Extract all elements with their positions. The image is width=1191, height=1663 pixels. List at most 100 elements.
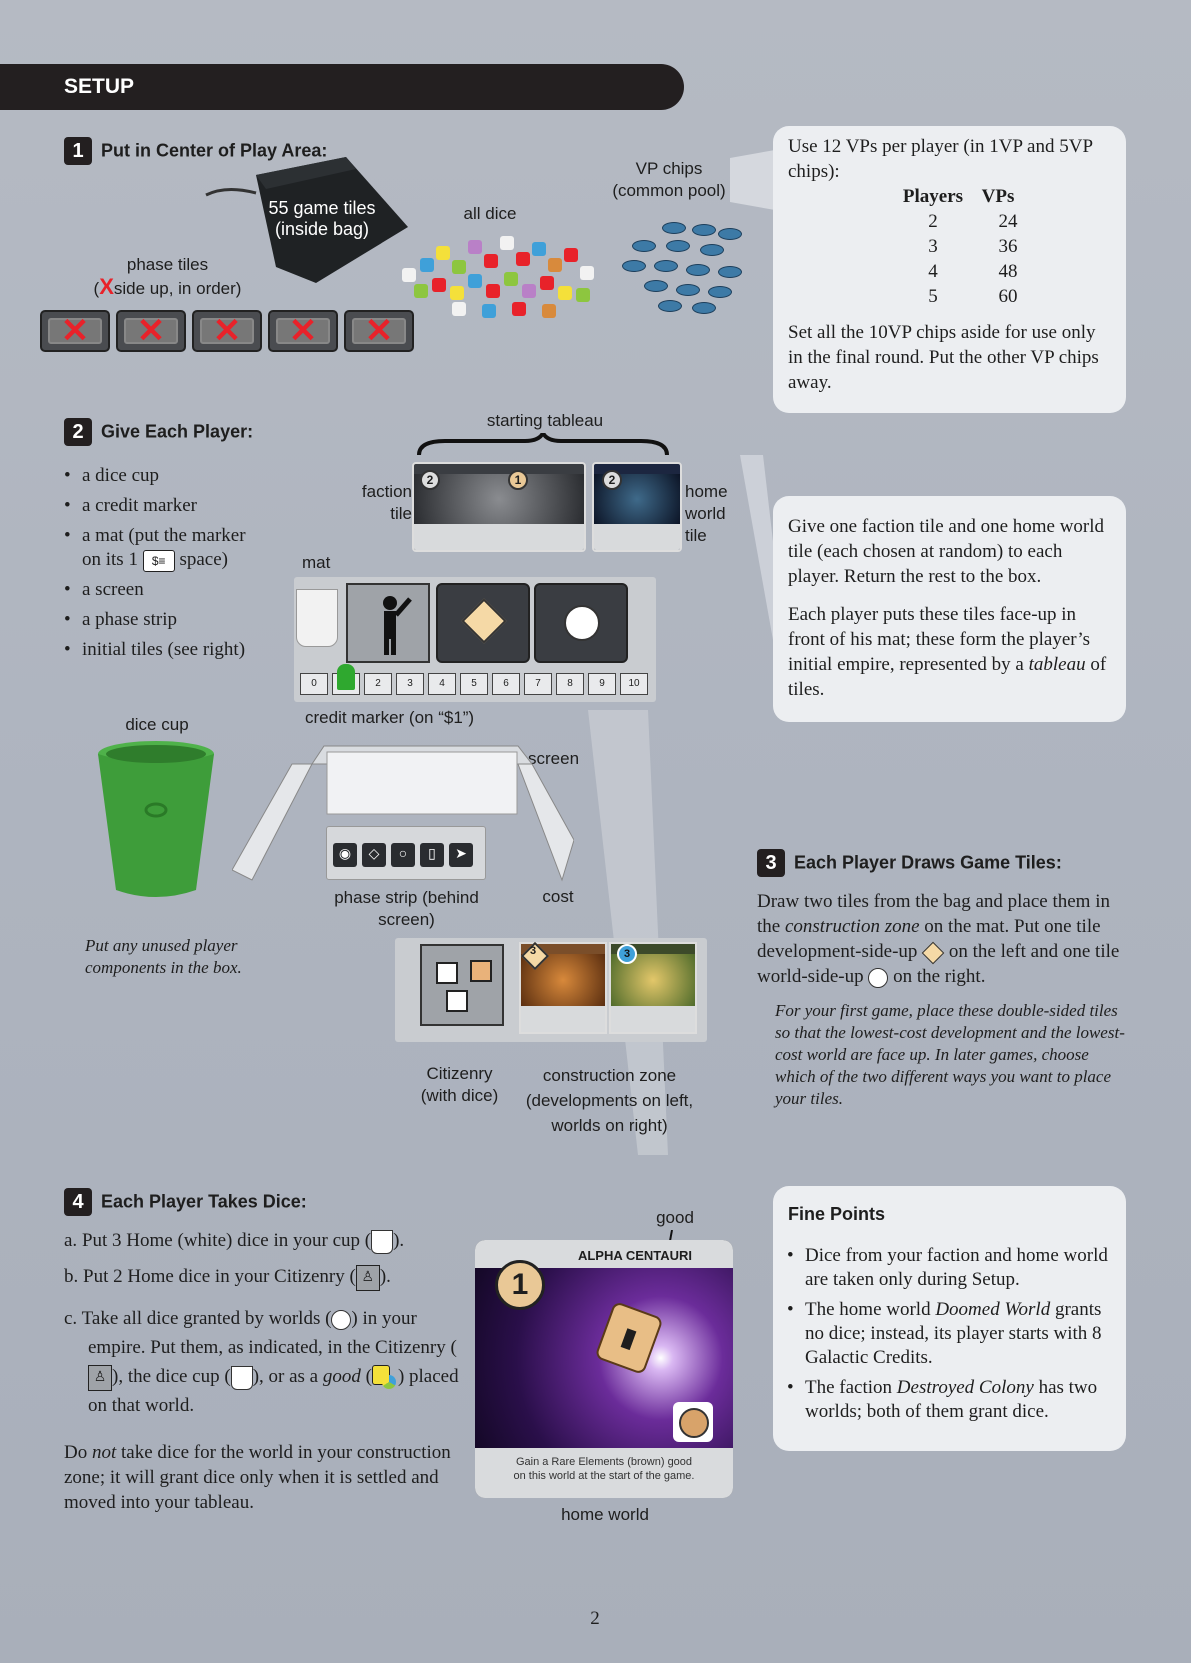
- world-slot: [534, 583, 628, 663]
- vp-chips-label-line1: VP chips: [635, 159, 703, 178]
- credit-track-space: 8: [556, 673, 584, 695]
- construction-world-tile: [609, 942, 697, 1034]
- home-world-card-cost: 1: [495, 1260, 545, 1310]
- home-world-tile-label: home world tile: [685, 482, 728, 545]
- development-cost: 3: [529, 945, 537, 957]
- dice-cup-icon: [98, 741, 214, 897]
- home-world-card-name: ALPHA CENTAURI: [577, 1248, 693, 1263]
- phase-tile-explore: ✕: [40, 310, 110, 352]
- callout-connector: [588, 455, 778, 1155]
- phase-strip: ◉ ◇ ○ ▯ ➤: [326, 826, 486, 880]
- world-circle-icon: [331, 1309, 352, 1330]
- dice-cup-slot-icon: [296, 589, 338, 647]
- list-item: initial tiles (see right): [62, 638, 292, 662]
- phase-strip-label: phase strip (behind screen): [334, 888, 479, 929]
- phase-tile-develop: ✕: [116, 310, 186, 352]
- credit-marker-label: credit marker (on “$1”): [305, 708, 475, 727]
- home-world-tile: 2: [592, 462, 682, 552]
- bag-label-line2: (inside bag): [274, 219, 370, 239]
- step2-number: 2: [64, 418, 92, 446]
- faction-tile-cost: 2: [420, 470, 440, 490]
- tile-bag-icon: [205, 157, 408, 283]
- development-slot: [436, 583, 530, 663]
- vp-connector: [730, 150, 775, 210]
- vp-col-players: Players: [902, 186, 964, 207]
- step3-note: For your first game, place these double-…: [775, 1001, 1125, 1108]
- list-item: a credit marker: [62, 494, 292, 518]
- mat-label: mat: [302, 553, 331, 572]
- citizenry-icon: ♙: [88, 1364, 112, 1391]
- list-item: a screen: [62, 578, 292, 602]
- citizenry-slot: [346, 583, 430, 663]
- phase-tiles-label-line1: phase tiles: [126, 255, 209, 274]
- phase-tile-settle: ✕: [192, 310, 262, 352]
- unused-components-note: Put any unused player components in the …: [85, 936, 242, 977]
- tiles-box: Give one faction tile and one home world…: [773, 496, 1126, 722]
- list-item: a dice cup: [62, 464, 292, 488]
- produce-barrel-icon: ▯: [420, 843, 444, 867]
- dice-cup-label: dice cup: [125, 715, 189, 734]
- list-item: Dice from your faction and home world ar…: [785, 1244, 1115, 1292]
- credit-space-icon: $≡: [142, 549, 175, 572]
- list-item: The home world Doomed World grants no di…: [785, 1298, 1115, 1370]
- vp-box: Use 12 VPs per player (in 1VP and 5VP ch…: [773, 126, 1126, 413]
- bag-label: 55 game tiles (inside bag): [262, 198, 382, 240]
- all-dice-label: all dice: [463, 204, 517, 223]
- home-world-caption: home world: [561, 1505, 649, 1524]
- section-title: SETUP: [64, 75, 135, 98]
- credit-track-space: 1: [332, 664, 360, 695]
- citizenry-label: Citizenry (with dice): [420, 1064, 499, 1105]
- tiles-box-p2: Each player puts these tiles face-up in …: [788, 604, 1107, 700]
- step4-title: Each Player Takes Dice:: [101, 1191, 307, 1212]
- credit-track-space: 9: [588, 673, 616, 695]
- player-screen: [232, 745, 574, 882]
- citizenry-icon: ♙: [355, 1264, 380, 1291]
- vp-chips-label: VP chips (common pool): [604, 158, 734, 202]
- step2-list: a dice cup a credit marker a mat (put th…: [62, 464, 292, 668]
- tiles-box-p1: Give one faction tile and one home world…: [788, 516, 1105, 587]
- credit-track-space: 4: [428, 673, 456, 695]
- player-mat: 0 1 2 3 4 5 6 7 8 9 10: [294, 577, 656, 702]
- credit-track-space: 3: [396, 673, 424, 695]
- construction-zone-label: construction zone (developments on left,…: [525, 1066, 694, 1135]
- vp-intro: Use 12 VPs per player (in 1VP and 5VP ch…: [788, 136, 1093, 182]
- step3-number: 3: [757, 849, 785, 877]
- step3-text: Draw two tiles from the bag and place th…: [757, 891, 1120, 988]
- citizenry-with-dice: [420, 944, 504, 1026]
- fine-points-list: Dice from your faction and home world ar…: [785, 1244, 1115, 1430]
- vp-chips-pile: [622, 220, 742, 315]
- home-world-card: 1 ALPHA CENTAURI ▮ Gain a Rare Elements …: [475, 1240, 733, 1498]
- step4-item-b: b. Put 2 Home dice in your Citizenry (♙)…: [64, 1264, 459, 1291]
- step2-title: Give Each Player:: [101, 421, 254, 442]
- good-label: good: [656, 1208, 694, 1227]
- step1-title: Put in Center of Play Area:: [101, 140, 328, 161]
- credit-track-space: 10: [620, 673, 648, 695]
- construction-mat: 3 3: [395, 938, 707, 1042]
- section-banner: SETUP: [0, 64, 684, 110]
- step3-title: Each Player Draws Game Tiles:: [794, 852, 1062, 873]
- world-circle-icon: [564, 605, 600, 641]
- step1-number: 1: [64, 137, 92, 165]
- list-item: a phase strip: [62, 608, 292, 632]
- starting-tableau-label: starting tableau: [486, 411, 604, 430]
- home-world-card-text: Gain a Rare Elements (brown) good on thi…: [513, 1456, 695, 1482]
- faction-tile: 2 1: [412, 462, 586, 552]
- phase-tile-produce: ✕: [268, 310, 338, 352]
- credit-track: 0 1 2 3 4 5 6 7 8 9 10: [294, 664, 662, 697]
- phase-tiles-label-line2: (Xside up, in order): [93, 274, 242, 299]
- faction-world-cost: 1: [508, 470, 528, 490]
- dice-cup-icon: [230, 1365, 253, 1390]
- credit-track-space: 0: [300, 673, 328, 695]
- step1-heading: 1 Put in Center of Play Area:: [64, 137, 327, 165]
- phase-tile-ship: ✕: [344, 310, 414, 352]
- step4-item-c: c. Take all dice granted by worlds () in…: [64, 1308, 459, 1416]
- vp-note: Set all the 10VP chips aside for use onl…: [788, 322, 1099, 393]
- step3-heading: 3 Each Player Draws Game Tiles:: [757, 849, 1062, 877]
- explore-eye-icon: ◉: [333, 843, 357, 867]
